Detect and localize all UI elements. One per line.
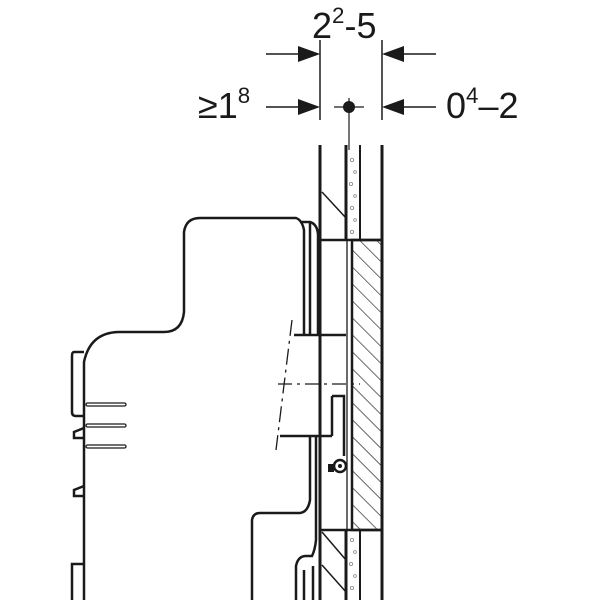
dim-right-tail: –2 [478,85,519,126]
dim-top-base: 2 [312,5,333,46]
insulation-layer [348,157,357,591]
actuator-plate [320,238,384,532]
dimension-label-top: 22-5 [312,4,377,46]
spring-rods [85,402,127,449]
dimension-top [266,40,436,120]
dim-left-sup: 8 [237,82,251,108]
dim-right-base: 0 [446,85,467,126]
dimension-label-right: 04–2 [446,84,519,126]
dimension-middle [266,98,436,150]
dim-right-sup: 4 [466,82,479,108]
installation-frame [70,216,346,600]
mounting-bolt-icon [328,458,348,474]
reference-point-icon [343,101,355,113]
dim-top-tail: -5 [344,5,377,46]
dimension-label-left: ≥18 [198,84,250,126]
dim-left-base: ≥1 [198,85,238,126]
center-axis-line [275,319,360,451]
dim-top-sup: 2 [332,2,345,28]
